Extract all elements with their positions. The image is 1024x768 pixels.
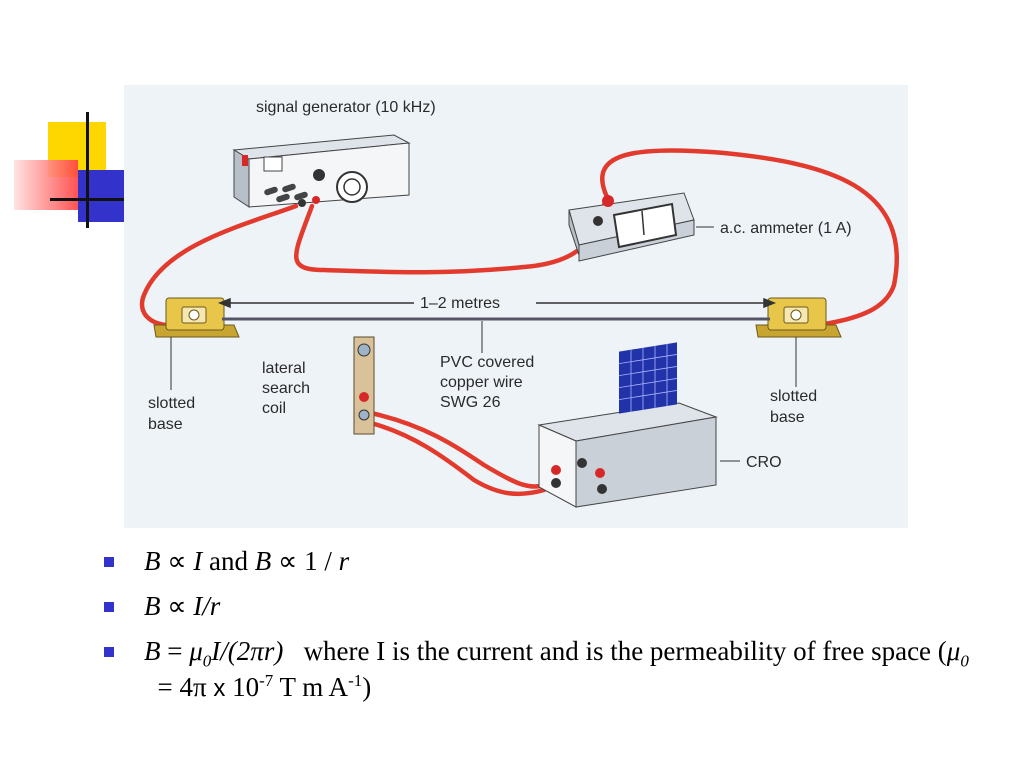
- label-lateral-search-coil-2: search: [262, 380, 310, 397]
- lateral-search-coil: [353, 336, 375, 435]
- formula-bullet-list: B ∝ I and B ∝ 1 / r B ∝ I/r B = μ0I/(2πr…: [104, 543, 984, 716]
- bullet-item-formula: B = μ0I/(2πr) where I is the current and…: [104, 633, 984, 707]
- deco-red-square: [14, 160, 78, 210]
- units-exponent: -1: [348, 671, 363, 690]
- cro-input-red: [551, 465, 561, 475]
- bullet-item-proportionality: B ∝ I and B ∝ 1 / r: [104, 543, 984, 579]
- ammeter-terminal-red: [602, 195, 614, 207]
- var-b: B: [144, 636, 161, 666]
- label-pvc-wire-1: PVC covered: [440, 354, 534, 371]
- cro: [537, 342, 718, 508]
- label-ammeter: a.c. ammeter (1 A): [720, 220, 852, 237]
- slotted-base-left: [153, 297, 240, 338]
- bullet-square-icon: [104, 557, 114, 567]
- deco-horizontal-line: [50, 198, 124, 201]
- label-cro: CRO: [746, 454, 782, 471]
- slotted-base-right: [755, 297, 842, 338]
- constant-exponent: -7: [259, 671, 274, 690]
- deco-blue-square: [78, 170, 124, 222]
- signal-generator-switch: [242, 155, 248, 166]
- label-slotted-base-left-2: base: [148, 416, 183, 433]
- label-lateral-search-coil-3: coil: [262, 400, 286, 417]
- label-pvc-wire-2: copper wire: [440, 374, 523, 391]
- signal-generator-display: [263, 156, 283, 172]
- times-symbol: x: [213, 675, 226, 702]
- var-r: r: [338, 546, 350, 576]
- distance-arrow: [217, 297, 777, 309]
- bullet-square-icon: [104, 602, 114, 612]
- cro-input-black: [551, 478, 561, 488]
- closing-paren: ): [362, 672, 372, 702]
- constant-value: = 4π: [144, 672, 214, 702]
- deco-vertical-line: [86, 112, 89, 228]
- ac-ammeter: [568, 192, 695, 262]
- label-slotted-base-right-2: base: [770, 409, 805, 426]
- mu-subscript: 0: [202, 651, 212, 671]
- signal-generator: [232, 134, 411, 208]
- bullet-square-icon: [104, 647, 114, 657]
- proportional-symbol: ∝: [160, 591, 194, 621]
- bullet-item-combined: B ∝ I/r: [104, 588, 984, 624]
- mu-symbol: μ: [946, 636, 961, 666]
- constant-units: T m A: [273, 672, 349, 702]
- equals-sign: =: [160, 636, 190, 666]
- var-b: B: [144, 591, 161, 621]
- formula-part: r): [263, 636, 284, 666]
- var-b: B: [144, 546, 161, 576]
- formula-explanation: where I is the current and is the permea…: [283, 636, 947, 666]
- ratio-expression: I/r: [193, 591, 221, 621]
- var-i: I: [193, 546, 203, 576]
- constant-base: 10: [225, 672, 260, 702]
- label-lateral-search-coil-1: lateral: [262, 360, 306, 377]
- label-distance: 1–2 metres: [420, 295, 500, 312]
- proportional-symbol: ∝: [271, 546, 305, 576]
- conjunction-text: and: [202, 546, 255, 576]
- label-signal-generator: signal generator (10 kHz): [256, 99, 436, 116]
- pi-symbol: π: [250, 636, 264, 666]
- mu-symbol: μ: [189, 636, 203, 666]
- formula-part: I/(2: [211, 636, 251, 666]
- mu-subscript: 0: [960, 651, 969, 671]
- cro-screen: [619, 342, 677, 414]
- fraction-text: 1 /: [304, 546, 339, 576]
- signal-generator-knob: [313, 169, 325, 181]
- label-slotted-base-right-1: slotted: [770, 388, 817, 405]
- var-b: B: [254, 546, 272, 576]
- label-pvc-wire-3: SWG 26: [440, 394, 501, 411]
- ammeter-terminal-black: [593, 216, 603, 226]
- experiment-diagram: signal generator (10 kHz) a.c. ammeter (…: [124, 85, 908, 528]
- connecting-wires: [139, 148, 899, 497]
- label-slotted-base-left-1: slotted: [148, 395, 195, 412]
- signal-generator-dial: [336, 171, 368, 203]
- proportional-symbol: ∝: [160, 546, 194, 576]
